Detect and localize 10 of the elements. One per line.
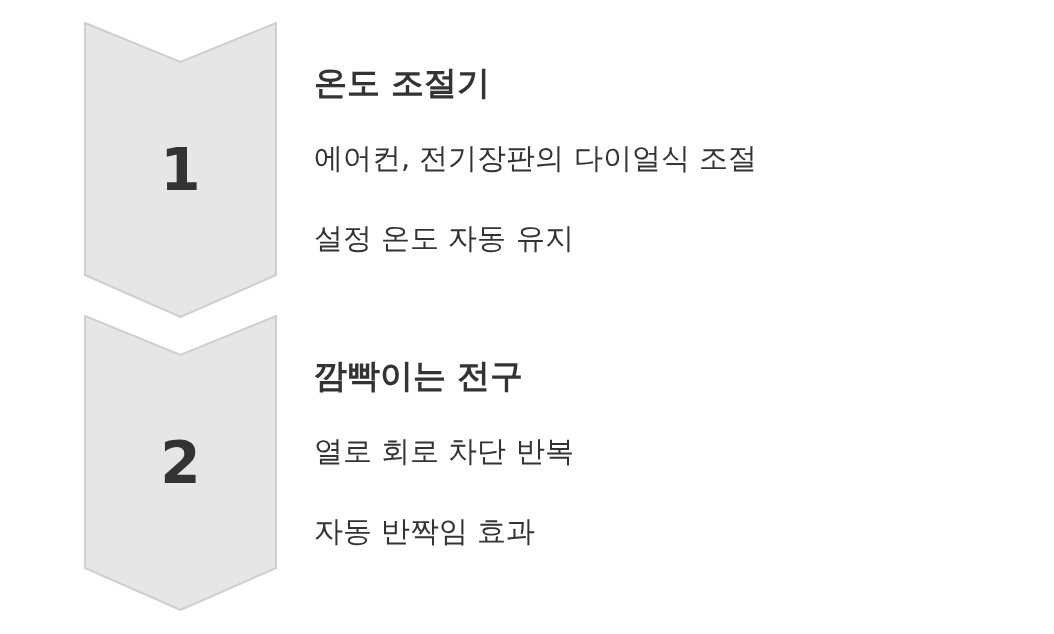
step-description: 자동 반짝임 효과 (314, 513, 536, 550)
step-description: 에어컨, 전기장판의 다이얼식 조절 (314, 140, 757, 177)
step-description: 설정 온도 자동 유지 (314, 220, 574, 257)
step-heading: 깜빡이는 전구 (314, 355, 524, 397)
step-number: 2 (160, 434, 201, 492)
step-heading: 온도 조절기 (314, 62, 491, 104)
chevron-shape (84, 315, 277, 611)
chevron-shape (84, 22, 277, 318)
step-description: 열로 회로 차단 반복 (314, 433, 574, 470)
step-number: 1 (160, 141, 201, 199)
